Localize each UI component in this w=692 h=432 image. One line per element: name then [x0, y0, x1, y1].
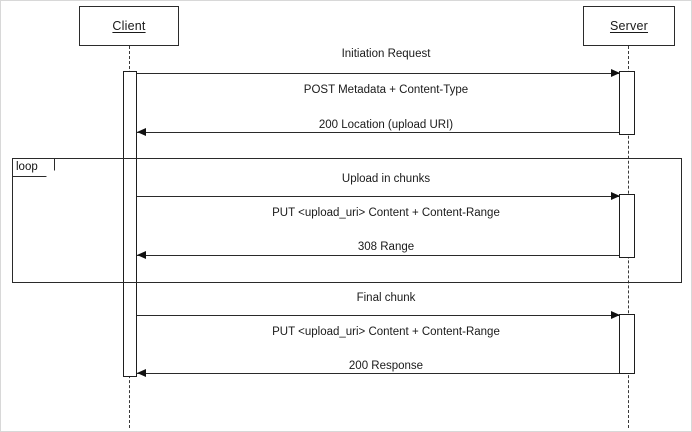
- message-label-put-chunk: PUT <upload_uri> Content + Content-Range: [272, 207, 500, 219]
- group-title-final-chunk: Final chunk: [356, 292, 416, 304]
- loop-fragment-operator-tag: loop: [13, 159, 55, 177]
- message-arrowhead-put-chunk: [611, 191, 620, 200]
- message-arrowhead-put-final-chunk: [611, 310, 620, 319]
- group-title-initiation: Initiation Request: [341, 48, 431, 60]
- message-label-200-response: 200 Response: [348, 360, 424, 372]
- loop-fragment: [12, 158, 682, 283]
- group-title-upload-chunks: Upload in chunks: [341, 173, 431, 185]
- message-line-200-location: [137, 132, 619, 133]
- message-label-308-range: 308 Range: [357, 241, 415, 253]
- activation-bar-client: [123, 71, 137, 377]
- activation-bar-server-upload: [619, 194, 635, 258]
- message-line-308-range: [137, 255, 619, 256]
- message-label-200-location: 200 Location (upload URI): [318, 119, 454, 131]
- message-line-put-chunk: [137, 196, 619, 197]
- participant-label-client: Client: [112, 19, 146, 33]
- message-line-put-final-chunk: [137, 315, 619, 316]
- message-line-200-response: [137, 373, 619, 374]
- message-label-post-metadata: POST Metadata + Content-Type: [303, 84, 469, 96]
- message-label-put-final-chunk: PUT <upload_uri> Content + Content-Range: [272, 326, 500, 338]
- participant-label-server: Server: [609, 19, 649, 33]
- message-arrowhead-308-range: [137, 250, 146, 259]
- participant-box-client[interactable]: Client: [79, 6, 179, 46]
- activation-bar-server-initiation: [619, 71, 635, 135]
- activation-bar-server-final: [619, 314, 635, 374]
- message-arrowhead-200-location: [137, 127, 146, 136]
- message-line-post-metadata: [137, 73, 619, 74]
- participant-box-server[interactable]: Server: [583, 6, 675, 46]
- message-arrowhead-200-response: [137, 368, 146, 377]
- message-arrowhead-post-metadata: [611, 68, 620, 77]
